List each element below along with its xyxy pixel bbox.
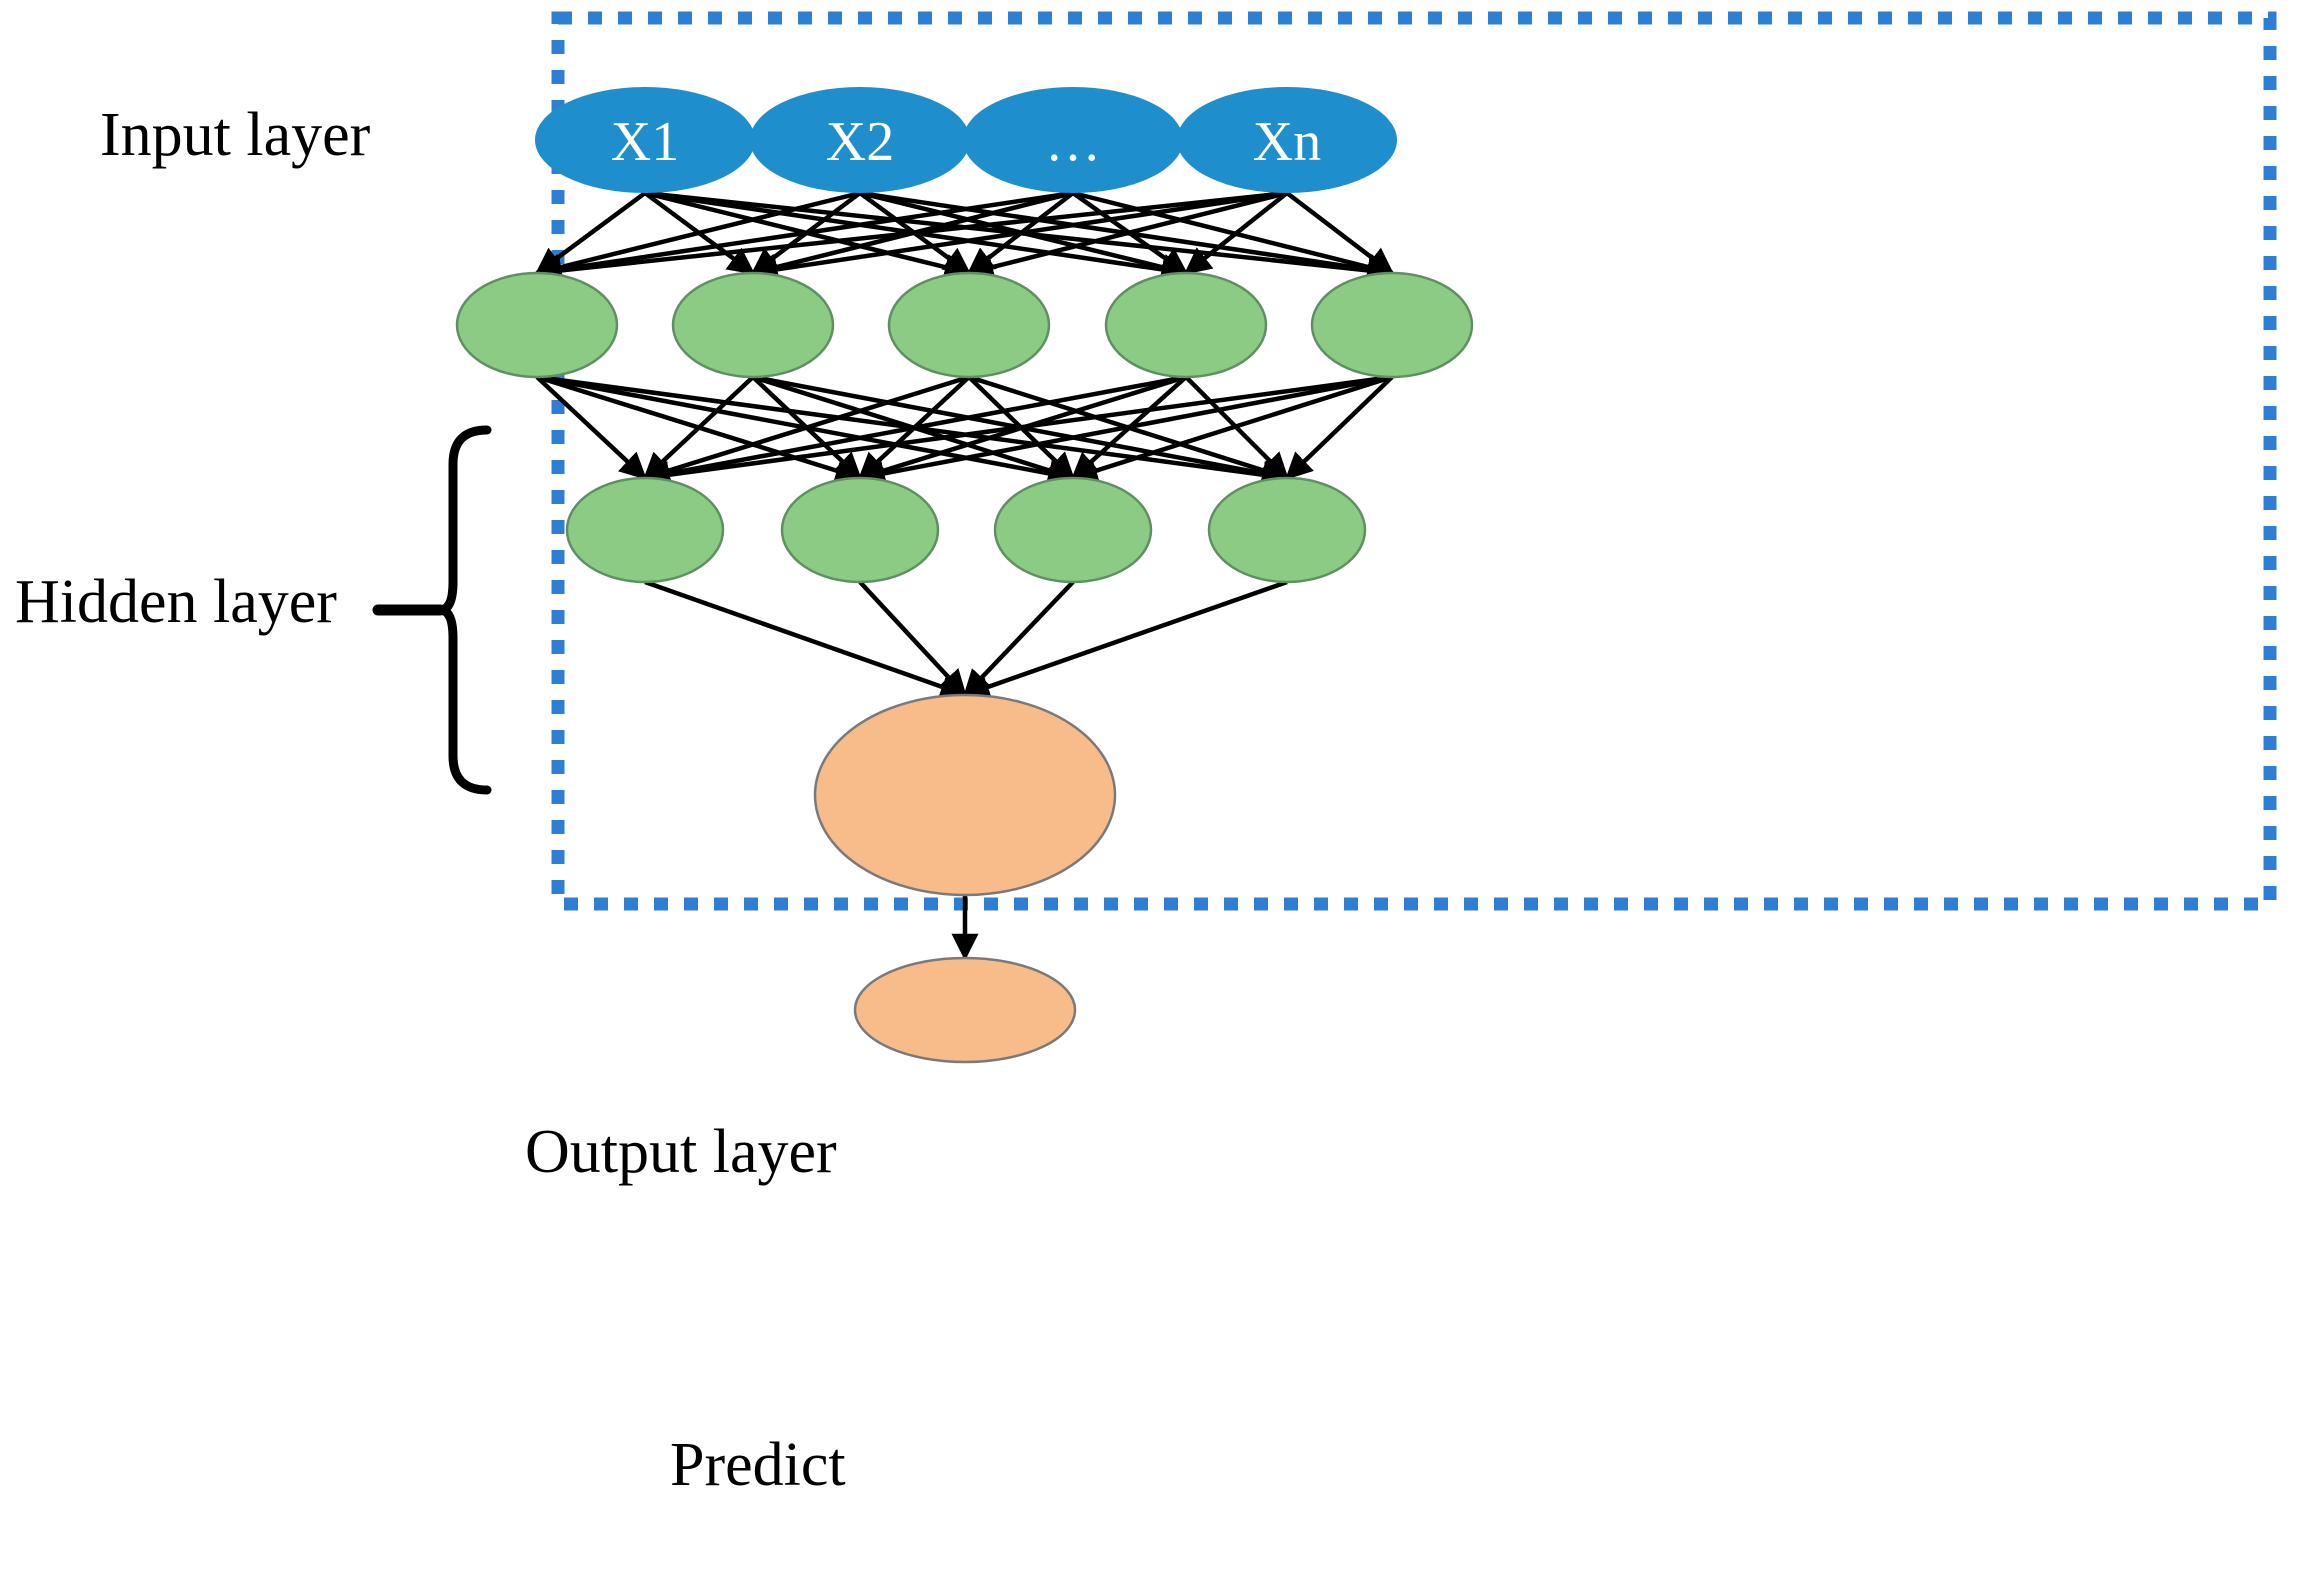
node-hidden1-2[interactable] <box>671 271 835 379</box>
hidden-layer-label: Hidden layer <box>15 568 337 636</box>
node-input-1[interactable]: X1 <box>535 87 755 193</box>
edge-hidden1-to-hidden2 <box>1070 374 1393 484</box>
node-predict-1[interactable] <box>853 956 1077 1064</box>
node-input-4[interactable]: Xn <box>1177 87 1397 193</box>
node-ellipse <box>853 956 1077 1064</box>
edge-input-to-hidden1 <box>534 190 861 281</box>
edge-input-to-hidden1 <box>1285 191 1395 275</box>
node-ellipse <box>1104 271 1268 379</box>
connection-edges <box>534 190 1395 961</box>
output-layer-label: Output layer <box>525 1118 837 1186</box>
edge-hidden1-to-hidden2 <box>642 374 1393 489</box>
node-label: Xn <box>1253 111 1321 173</box>
node-ellipse <box>813 693 1117 897</box>
node-ellipse <box>780 476 940 584</box>
node-ellipse <box>963 87 1183 193</box>
node-ellipse <box>671 271 835 379</box>
node-hidden1-4[interactable] <box>1104 271 1268 379</box>
node-ellipse <box>1310 271 1474 379</box>
node-label: … <box>1045 111 1101 173</box>
edge-hidden2-to-output <box>644 579 968 700</box>
network-nodes: X1 X2 … Xn <box>455 87 1474 1064</box>
node-input-2[interactable]: X2 <box>750 87 970 193</box>
node-ellipse <box>1207 476 1367 584</box>
edge-hidden2-to-output <box>858 580 967 697</box>
edge-input-to-hidden1 <box>534 190 1288 284</box>
hidden-layer-brace <box>439 425 492 795</box>
node-ellipse <box>887 271 1051 379</box>
edge-input-to-hidden1 <box>966 190 1288 281</box>
node-label: X1 <box>611 111 679 173</box>
edge-hidden1-to-hidden2 <box>535 375 647 480</box>
edge-input-to-hidden1 <box>750 190 1288 283</box>
edge-hidden1-to-hidden2 <box>1285 375 1394 480</box>
node-hidden1-1[interactable] <box>455 271 619 379</box>
node-hidden2-1[interactable] <box>565 476 725 584</box>
node-hidden1-5[interactable] <box>1310 271 1474 379</box>
input-layer-label: Input layer <box>100 101 371 169</box>
node-output-1[interactable] <box>813 693 1117 897</box>
node-hidden1-3[interactable] <box>887 271 1051 379</box>
edge-input-to-hidden1 <box>1072 190 1395 281</box>
node-hidden2-4[interactable] <box>1207 476 1367 584</box>
predict-label: Predict <box>670 1431 846 1499</box>
node-ellipse <box>565 476 725 584</box>
edge-hidden1-to-hidden2 <box>857 374 1393 487</box>
node-label: X2 <box>826 111 894 173</box>
edge-hidden1-to-hidden2 <box>642 374 970 484</box>
node-ellipse <box>535 87 755 193</box>
node-ellipse <box>750 87 970 193</box>
node-hidden2-2[interactable] <box>780 476 940 584</box>
edge-input-to-hidden1 <box>1183 191 1289 275</box>
node-hidden2-3[interactable] <box>993 476 1153 584</box>
node-ellipse <box>993 476 1153 584</box>
node-ellipse <box>1177 87 1397 193</box>
edge-hidden1-to-hidden2 <box>642 374 1187 487</box>
edge-input-to-hidden1 <box>534 190 1074 283</box>
edge-hidden2-to-output <box>962 579 1288 700</box>
node-input-3[interactable]: … <box>963 87 1183 193</box>
node-ellipse <box>455 271 619 379</box>
dotted-group-box <box>551 11 2277 911</box>
